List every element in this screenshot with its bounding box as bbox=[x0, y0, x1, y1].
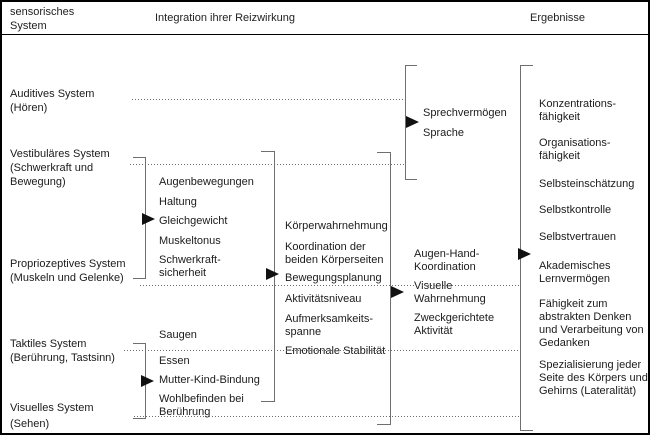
result-item-concentration-line1: Konzentrations- bbox=[539, 98, 617, 110]
result-item-lateralization-line2: Seite des Körpers und bbox=[539, 372, 648, 384]
system-label-auditory-line2: (Hören) bbox=[10, 102, 48, 114]
list-item-body-perception: Körperwahrnehmung bbox=[285, 220, 388, 232]
list-item-attention-span-line2: spanne bbox=[285, 326, 322, 338]
dotted-connector-auditory bbox=[132, 99, 406, 100]
arrow-right-icon-results bbox=[518, 248, 531, 260]
bracket-speech-group bbox=[405, 65, 417, 180]
result-item-self-control: Selbstkontrolle bbox=[539, 204, 612, 216]
list-item-visual-perception-line1: Visuelle bbox=[414, 280, 453, 292]
system-label-proprioceptive-line1: Propriozeptives System bbox=[10, 258, 126, 270]
result-item-abstract-thought-line2: abstrakten Denken bbox=[539, 311, 632, 323]
list-item-eye-hand-coordination-line2: Koordination bbox=[414, 261, 476, 273]
result-item-abstract-thought-line1: Fähigkeit zum bbox=[539, 298, 608, 310]
arrow-right-icon-mother-child bbox=[141, 375, 154, 387]
header-sensory-system-line2: System bbox=[10, 20, 47, 32]
header-divider bbox=[2, 34, 648, 35]
system-label-vestibular-line3: Bewegung) bbox=[10, 176, 66, 188]
header-results: Ergebnisse bbox=[530, 12, 586, 24]
list-item-tactile-comfort-line1: Wohlbefinden bei bbox=[159, 393, 244, 405]
bracket-level3-group bbox=[377, 152, 391, 425]
result-item-self-assessment: Selbsteinschätzung bbox=[539, 178, 635, 190]
list-item-coordination-line2: beiden Körperseiten bbox=[285, 254, 384, 266]
arrow-right-icon-balance bbox=[142, 213, 155, 225]
dotted-connector-tactile bbox=[124, 350, 520, 351]
system-label-tactile-line2: (Berührung, Tastsinn) bbox=[10, 352, 115, 364]
list-item-coordination-line1: Koordination der bbox=[285, 241, 366, 253]
list-item-muscle-tone: Muskeltonus bbox=[159, 235, 221, 247]
header-sensory-system-line1: sensorisches bbox=[10, 6, 75, 18]
system-label-vestibular-line1: Vestibuläres System bbox=[10, 148, 110, 160]
header-integration: Integration ihrer Reizwirkung bbox=[155, 12, 296, 24]
list-item-purposeful-activity-line2: Aktivität bbox=[414, 325, 453, 337]
list-item-visual-perception-line2: Wahrnehmung bbox=[414, 293, 486, 305]
list-item-language: Sprache bbox=[423, 127, 464, 139]
list-item-activity-level: Aktivitätsniveau bbox=[285, 293, 362, 305]
system-label-vestibular-line2: (Schwerkraft und bbox=[10, 162, 94, 174]
dotted-connector-proprioceptive bbox=[140, 285, 520, 286]
list-item-gravitational-security-line2: sicherheit bbox=[159, 267, 207, 279]
dotted-connector-vestibular bbox=[130, 164, 406, 165]
list-item-posture: Haltung bbox=[159, 196, 197, 208]
list-item-tactile-comfort-line2: Berührung bbox=[159, 406, 211, 418]
result-item-academic-learning-line1: Akademisches bbox=[539, 260, 611, 272]
arrow-right-icon-speech bbox=[406, 116, 419, 128]
list-item-attention-span-line1: Aufmerksamkeits- bbox=[285, 313, 374, 325]
list-item-emotional-stability: Emotionale Stabilität bbox=[285, 345, 386, 357]
list-item-eating: Essen bbox=[159, 355, 190, 367]
system-label-proprioceptive-line2: (Muskeln und Gelenke) bbox=[10, 272, 124, 284]
result-item-concentration-line2: fähigkeit bbox=[539, 111, 580, 123]
result-item-academic-learning-line2: Lernvermögen bbox=[539, 273, 610, 285]
list-item-motor-planning: Bewegungsplanung bbox=[285, 272, 382, 284]
result-item-organisation-line1: Organisations- bbox=[539, 137, 611, 149]
dotted-connector-visual bbox=[134, 416, 520, 417]
list-item-purposeful-activity-line1: Zweckgerichtete bbox=[414, 312, 495, 324]
list-item-gravitational-security-line1: Schwerkraft- bbox=[159, 254, 221, 266]
result-item-abstract-thought-line3: und Verarbeitung von bbox=[539, 324, 644, 336]
system-label-auditory-line1: Auditives System bbox=[10, 88, 95, 100]
result-item-abstract-thought-line4: Gedanken bbox=[539, 337, 590, 349]
list-item-balance: Gleichgewicht bbox=[159, 215, 228, 227]
list-item-eye-hand-coordination-line1: Augen-Hand- bbox=[414, 248, 480, 260]
list-item-sucking: Saugen bbox=[159, 329, 197, 341]
system-label-visual-line2: (Sehen) bbox=[10, 418, 50, 430]
arrow-right-icon-motor-planning bbox=[266, 268, 279, 280]
result-item-organisation-line2: fähigkeit bbox=[539, 150, 580, 162]
list-item-mother-child-bond: Mutter-Kind-Bindung bbox=[159, 374, 260, 386]
list-item-eye-movements: Augenbewegungen bbox=[159, 176, 254, 188]
result-item-lateralization-line3: Gehirns (Lateralität) bbox=[539, 385, 637, 397]
system-label-visual-line1: Visuelles System bbox=[10, 402, 94, 414]
result-item-self-confidence: Selbstvertrauen bbox=[539, 231, 617, 243]
list-item-speech-ability: Sprechvermögen bbox=[423, 107, 507, 119]
arrow-right-icon-visual-perception bbox=[391, 286, 404, 298]
result-item-lateralization-line1: Spezialisierung jeder bbox=[539, 359, 642, 371]
system-label-tactile-line1: Taktiles System bbox=[10, 338, 87, 350]
